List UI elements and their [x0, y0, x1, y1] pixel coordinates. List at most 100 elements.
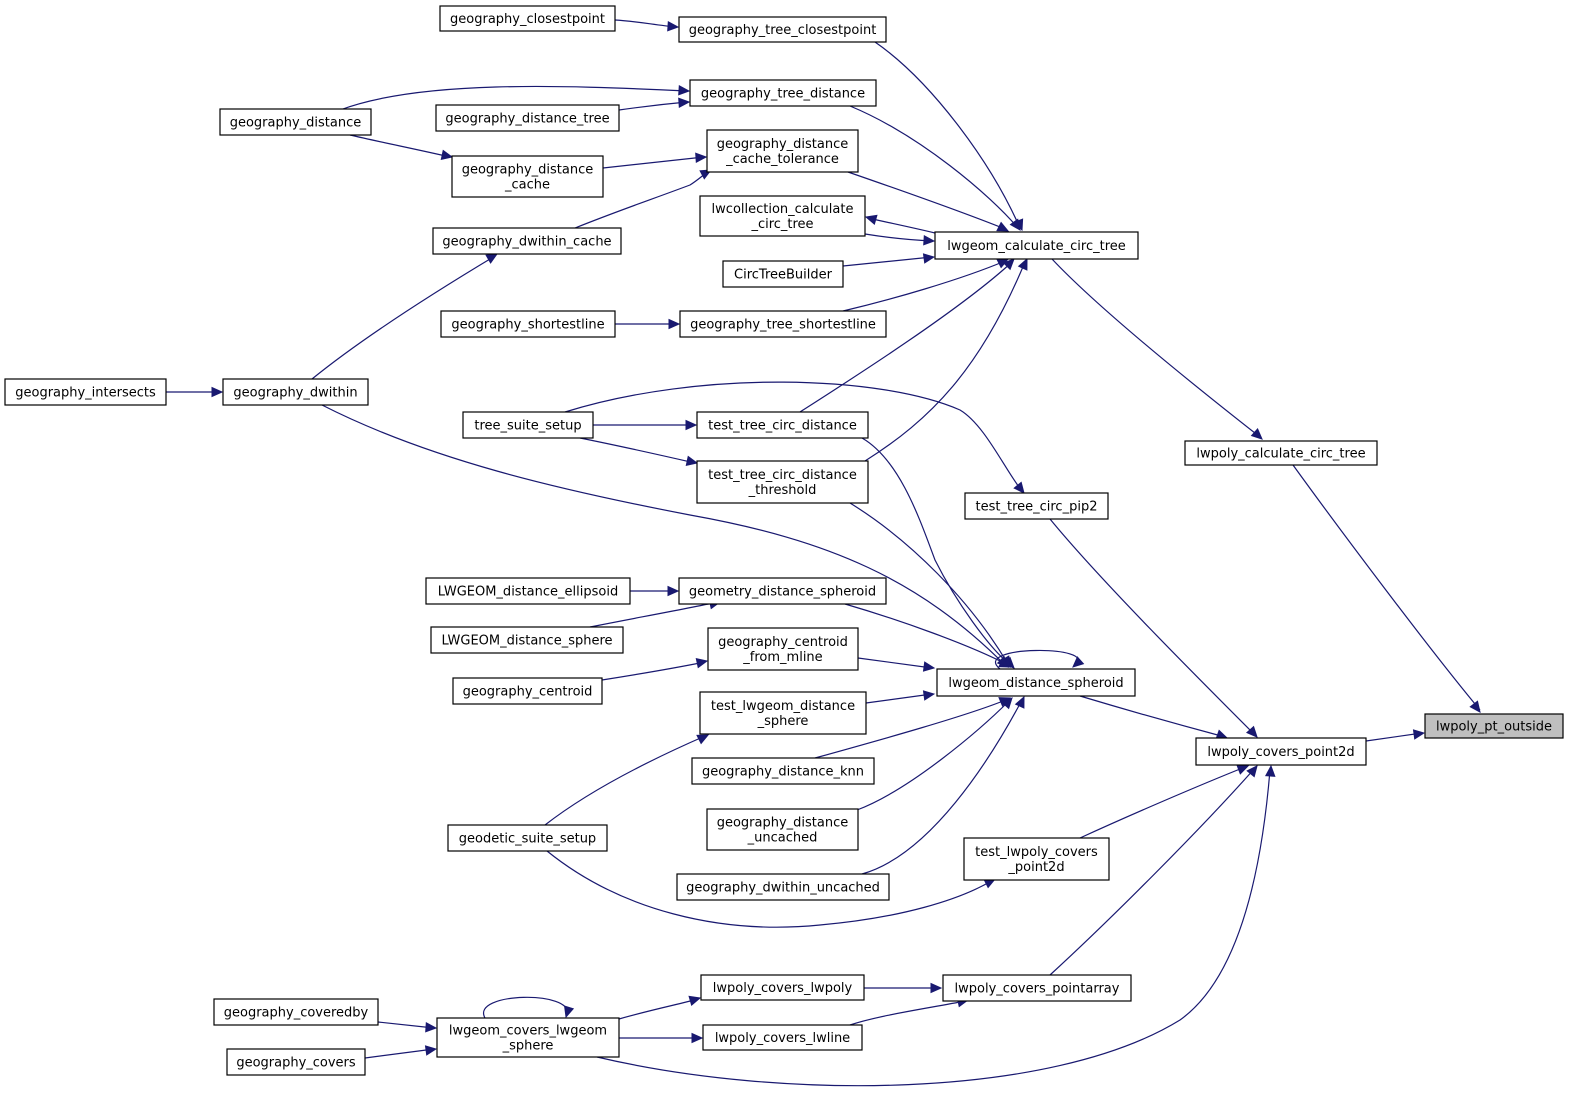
node-lwpoly_pt_outside[interactable]: lwpoly_pt_outside [1424, 713, 1564, 739]
node-geography_shortestline[interactable]: geography_shortestline [440, 310, 616, 338]
node-geography_distance_cache[interactable]: geography_distance_cache [451, 155, 604, 198]
edge-line [321, 404, 1006, 666]
node-label: geography_dwithin_uncached [686, 881, 880, 896]
edge-CircTreeBuilder-to-lwgeom_calculate_circ_tree [842, 253, 936, 267]
node-lwpoly_covers_point2d[interactable]: lwpoly_covers_point2d [1195, 737, 1367, 766]
node-label: test_tree_circ_distance [708, 468, 857, 483]
node-test_tree_circ_pip2[interactable]: test_tree_circ_pip2 [964, 492, 1109, 520]
node-geography_dwithin_cache[interactable]: geography_dwithin_cache [432, 227, 622, 255]
node-box [699, 195, 866, 237]
node-geography_distance_tree[interactable]: geography_distance_tree [435, 104, 620, 132]
node-LWGEOM_distance_sphere[interactable]: LWGEOM_distance_sphere [430, 626, 624, 654]
node-box [676, 873, 890, 901]
node-geography_centroid[interactable]: geography_centroid [452, 677, 603, 705]
node-LWGEOM_distance_ellipsoid[interactable]: LWGEOM_distance_ellipsoid [425, 577, 631, 605]
node-geodetic_suite_setup[interactable]: geodetic_suite_setup [447, 824, 608, 852]
node-label: test_lwpoly_covers [975, 845, 1098, 860]
node-box [964, 492, 1109, 520]
edge-arrowhead [922, 661, 936, 672]
edge-tree_suite_setup-to-test_tree_circ_distance [593, 419, 698, 431]
node-geography_centroid_from_mline[interactable]: geography_centroid_from_mline [707, 627, 859, 671]
node-geography_distance_uncached[interactable]: geography_distance_uncached [706, 808, 859, 851]
node-label: geography_tree_shortestline [690, 318, 876, 333]
edge-line [596, 769, 1271, 1087]
edge-line [864, 261, 1026, 462]
edge-arrowhead [923, 234, 936, 246]
node-geography_covers[interactable]: geography_covers [226, 1048, 366, 1076]
edge-arrowhead [685, 419, 698, 431]
edge-line [339, 85, 688, 111]
edge-arrowhead [996, 221, 1010, 232]
node-test_lwgeom_distance_sphere[interactable]: test_lwgeom_distance_sphere [699, 691, 867, 735]
node-label: geography_centroid [718, 635, 848, 650]
node-lwgeom_calculate_circ_tree[interactable]: lwgeom_calculate_circ_tree [934, 231, 1139, 260]
node-label: LWGEOM_distance_sphere [441, 634, 612, 649]
edge-line [1079, 695, 1226, 738]
node-box [222, 378, 369, 406]
node-label: _from_mline [742, 650, 822, 665]
edge-geography_dwithin-to-lwgeom_distance_spheroid [321, 404, 1009, 668]
node-test_lwpoly_covers_point2d[interactable]: test_lwpoly_covers_point2d [963, 837, 1110, 881]
node-lwpoly_covers_pointarray[interactable]: lwpoly_covers_pointarray [942, 974, 1132, 1002]
node-layer: lwpoly_pt_outside lwpoly_calculate_circ_t… [4, 5, 1564, 1076]
edge-line [857, 657, 933, 669]
edge-line [867, 217, 936, 234]
node-geography_dwithin_uncached[interactable]: geography_dwithin_uncached [676, 873, 890, 901]
edge-lwgeom_covers_lwgeom_sphere-to-lwpoly_covers_point2d [596, 764, 1276, 1087]
edge-geography_dwithin_uncached-to-lwgeom_distance_spheroid [861, 695, 1025, 875]
node-label: geography_coveredby [224, 1006, 369, 1021]
node-box [689, 79, 877, 107]
edge-lwgeom_covers_lwgeom_sphere-to-lwgeom_covers_lwgeom_sphere [482, 996, 575, 1019]
edge-tree_suite_setup-to-test_tree_circ_distance_threshold [579, 437, 699, 466]
edge-lwpoly_calculate_circ_tree-to-lwpoly_pt_outside [1292, 464, 1481, 713]
node-geography_coveredby[interactable]: geography_coveredby [213, 998, 379, 1026]
edge-geography_distance_cache-to-geography_distance_cache_tolerance [602, 152, 708, 169]
edge-arrowhead [667, 20, 680, 32]
node-box [942, 974, 1132, 1002]
node-label: geography_intersects [15, 386, 156, 401]
edge-line [856, 699, 1011, 811]
node-geography_tree_shortestline[interactable]: geography_tree_shortestline [679, 310, 887, 338]
node-lwgeom_distance_spheroid[interactable]: lwgeom_distance_spheroid [936, 668, 1136, 697]
node-label: _uncached [747, 831, 818, 846]
edge-line [861, 437, 1013, 667]
node-lwcollection_calculate_circ_tree[interactable]: lwcollection_calculate_circ_tree [699, 195, 866, 237]
edge-arrowhead [688, 995, 702, 1006]
node-geography_tree_distance[interactable]: geography_tree_distance [689, 79, 877, 107]
node-geometry_distance_spheroid[interactable]: geometry_distance_spheroid [678, 577, 887, 605]
node-box [4, 378, 167, 406]
edge-line [874, 41, 1021, 229]
node-geography_intersects[interactable]: geography_intersects [4, 378, 167, 406]
node-geography_dwithin[interactable]: geography_dwithin [222, 378, 369, 406]
node-label: _sphere [502, 1039, 554, 1054]
edge-lwcollection_calculate_circ_tree-to-lwgeom_calculate_circ_tree [864, 233, 936, 246]
node-lwgeom_covers_lwgeom_sphere[interactable]: lwgeom_covers_lwgeom_sphere [436, 1017, 620, 1058]
node-test_tree_circ_distance[interactable]: test_tree_circ_distance [696, 411, 869, 439]
edge-arrowhead [1264, 764, 1276, 777]
node-label: geography_distance [717, 137, 849, 152]
node-box [699, 691, 867, 735]
node-tree_suite_setup[interactable]: tree_suite_setup [462, 411, 594, 439]
edge-geography_tree_shortestline-to-lwgeom_calculate_circ_tree [842, 258, 1010, 312]
edge-line [618, 101, 688, 111]
edge-lwpoly_covers_lwline-to-lwpoly_covers_pointarray [849, 997, 970, 1026]
node-box [439, 5, 616, 32]
node-lwpoly_calculate_circ_tree[interactable]: lwpoly_calculate_circ_tree [1184, 440, 1378, 466]
edge-geography_distance_tree-to-geography_tree_distance [618, 97, 691, 111]
node-geography_distance_cache_tolerance[interactable]: geography_distance_cache_tolerance [706, 129, 859, 173]
node-geography_distance[interactable]: geography_distance [219, 108, 372, 136]
node-label: geography_closestpoint [450, 12, 605, 27]
node-geography_tree_closestpoint[interactable]: geography_tree_closestpoint [678, 16, 887, 43]
node-geography_distance_knn[interactable]: geography_distance_knn [691, 757, 875, 785]
edge-line [349, 134, 451, 158]
node-CircTreeBuilder[interactable]: CircTreeBuilder [722, 260, 844, 288]
node-lwpoly_covers_lwline[interactable]: lwpoly_covers_lwline [702, 1024, 863, 1051]
node-label: _threshold [748, 483, 817, 498]
node-label: _circ_tree [750, 217, 813, 232]
node-label: geography_distance_tree [445, 112, 609, 127]
node-test_tree_circ_distance_threshold[interactable]: test_tree_circ_distance_threshold [696, 460, 869, 504]
node-geography_closestpoint[interactable]: geography_closestpoint [439, 5, 616, 32]
node-label: LWGEOM_distance_ellipsoid [438, 585, 618, 600]
node-label: tree_suite_setup [474, 419, 581, 434]
node-lwpoly_covers_lwpoly[interactable]: lwpoly_covers_lwpoly [700, 974, 865, 1001]
